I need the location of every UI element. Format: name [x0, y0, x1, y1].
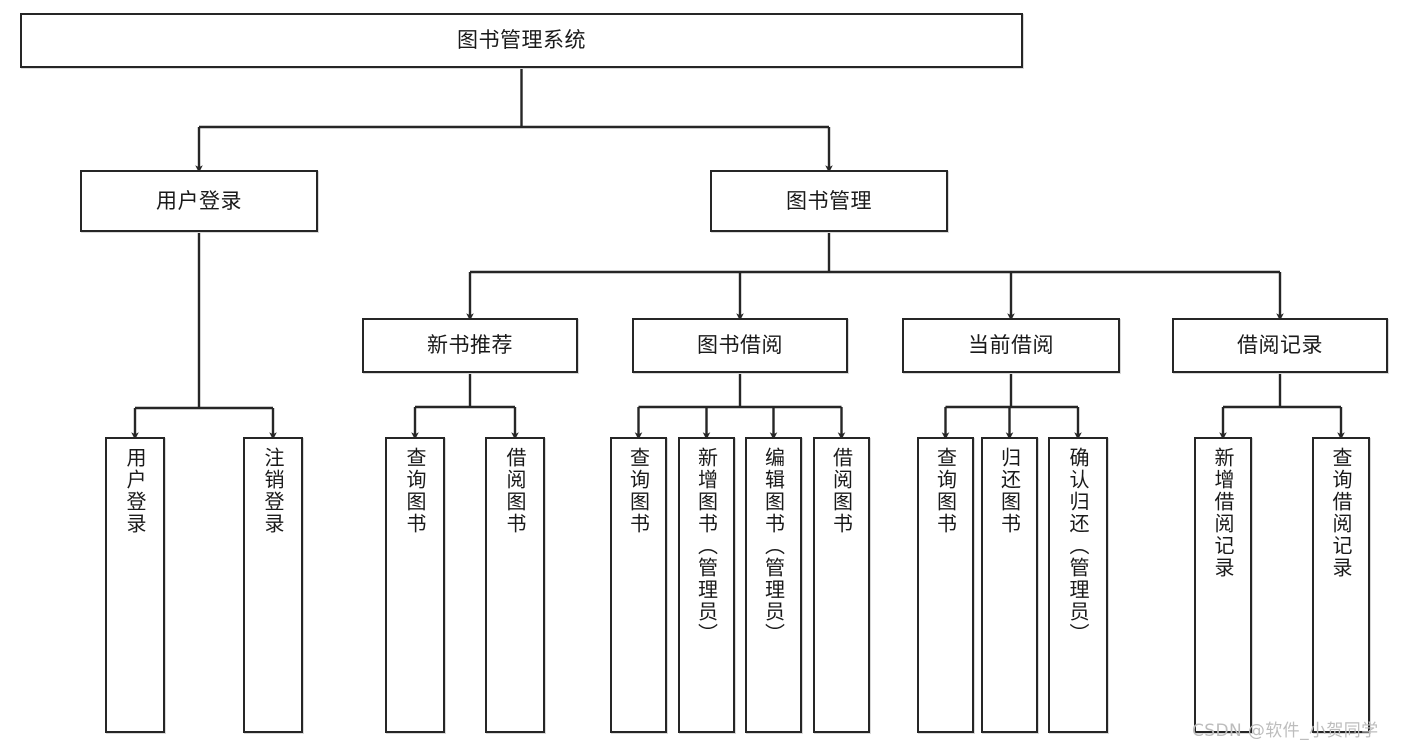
node-label: 查询借阅记录 [1329, 447, 1353, 579]
node-label: 新增图书（管理员） [694, 447, 719, 645]
node-leaf-logout[interactable]: 注销登录 [243, 437, 303, 733]
node-borrow-record[interactable]: 借阅记录 [1172, 318, 1388, 373]
node-label: 查询图书 [933, 447, 958, 535]
node-label: 用户登录 [123, 447, 147, 535]
node-book-manage[interactable]: 图书管理 [710, 170, 948, 232]
node-leaf-bb-edit[interactable]: 编辑图书（管理员） [745, 437, 802, 733]
node-leaf-br-add[interactable]: 新增借阅记录 [1194, 437, 1252, 733]
node-label: 用户登录 [156, 188, 242, 213]
node-label: 查询图书 [403, 447, 427, 535]
node-label: 借阅图书 [503, 447, 527, 535]
node-leaf-rec-borrow[interactable]: 借阅图书 [485, 437, 545, 733]
node-label: 新增借阅记录 [1211, 447, 1235, 579]
node-label: 编辑图书（管理员） [761, 447, 786, 645]
node-label: 注销登录 [261, 447, 285, 535]
node-current-borrow[interactable]: 当前借阅 [902, 318, 1120, 373]
node-label: 借阅图书 [829, 447, 854, 535]
node-book-borrow[interactable]: 图书借阅 [632, 318, 848, 373]
node-label: 图书借阅 [697, 333, 783, 358]
node-leaf-cb-query[interactable]: 查询图书 [917, 437, 974, 733]
node-leaf-bb-query[interactable]: 查询图书 [610, 437, 667, 733]
node-leaf-cb-confirm[interactable]: 确认归还（管理员） [1048, 437, 1108, 733]
node-label: 查询图书 [626, 447, 651, 535]
node-leaf-br-query[interactable]: 查询借阅记录 [1312, 437, 1370, 733]
node-new-book-rec[interactable]: 新书推荐 [362, 318, 578, 373]
node-user-login[interactable]: 用户登录 [80, 170, 318, 232]
node-leaf-bb-borrow[interactable]: 借阅图书 [813, 437, 870, 733]
node-leaf-user-login[interactable]: 用户登录 [105, 437, 165, 733]
node-root[interactable]: 图书管理系统 [20, 13, 1023, 68]
node-leaf-cb-return[interactable]: 归还图书 [981, 437, 1038, 733]
node-label: 当前借阅 [968, 333, 1054, 358]
node-label: 图书管理 [786, 188, 872, 213]
node-label: 新书推荐 [427, 333, 513, 358]
node-label: 图书管理系统 [457, 28, 586, 53]
node-leaf-rec-query[interactable]: 查询图书 [385, 437, 445, 733]
node-label: 归还图书 [997, 447, 1022, 535]
node-label: 借阅记录 [1237, 333, 1323, 358]
edge-group [131, 68, 1345, 440]
node-leaf-bb-add[interactable]: 新增图书（管理员） [678, 437, 735, 733]
node-label: 确认归还（管理员） [1066, 447, 1090, 645]
